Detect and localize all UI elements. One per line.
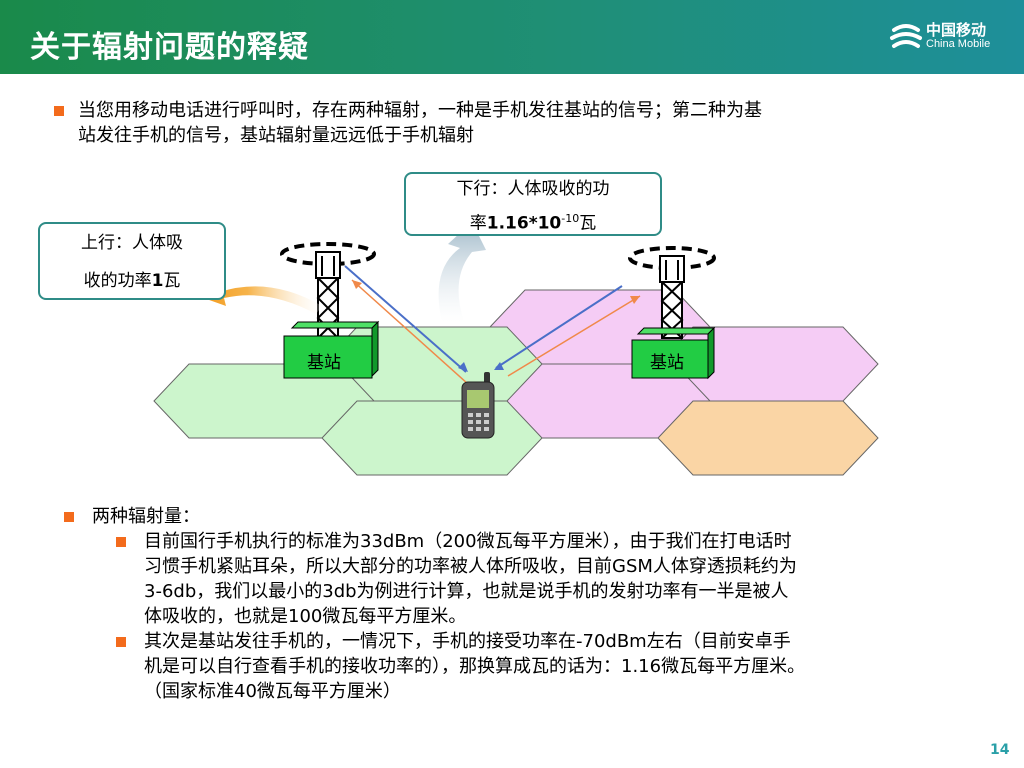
mobile-phone	[461, 372, 495, 439]
tower-right	[628, 246, 716, 339]
bullet-square-icon	[116, 537, 126, 547]
uplink-arrow	[198, 282, 322, 314]
intro-line-1: 当您用移动电话进行呼叫时，存在两种辐射，一种是手机发往基站的信号；第二种为基	[78, 100, 762, 121]
china-mobile-logo-icon	[890, 24, 922, 48]
china-mobile-logo: 中国移动 China Mobile	[888, 18, 1008, 58]
uplink-callout-line-2: 收的功率1瓦	[83, 271, 181, 291]
uplink-callout-line-1: 上行：人体吸	[81, 233, 183, 253]
downlink-callout: 下行：人体吸收的功 率1.16*10-10瓦	[404, 172, 662, 236]
uplink-callout: 上行：人体吸 收的功率1瓦	[38, 222, 226, 300]
intro-line-2: 站发往手机的信号，基站辐射量远远低于手机辐射	[78, 125, 474, 146]
title-bar: 关于辐射问题的释疑 中国移动 China Mobile	[0, 0, 1024, 74]
base-station-left-label: 基站	[307, 353, 341, 373]
section-heading: 两种辐射量：	[64, 504, 994, 529]
downlink-callout-line-2: 率1.16*10-10瓦	[469, 212, 597, 234]
base-station-right-label: 基站	[650, 353, 684, 373]
bullet-square-icon	[116, 637, 126, 647]
list-item-station-radiation: 其次是基站发往手机的，一情况下，手机的接受功率在-70dBm左右（目前安卓手 机…	[64, 629, 994, 704]
logo-text-cn: 中国移动	[926, 21, 987, 39]
bullet-square-icon	[54, 106, 64, 116]
logo-text-en: China Mobile	[926, 38, 991, 50]
intro-paragraph: 当您用移动电话进行呼叫时，存在两种辐射，一种是手机发往基站的信号；第二种为基 站…	[54, 98, 978, 148]
signal-line-blue-left	[344, 265, 467, 373]
cell-orange	[657, 400, 879, 476]
cell-green-bottom	[321, 400, 543, 476]
radiation-diagram: 基站 基站	[153, 222, 879, 476]
bullet-square-icon	[64, 512, 74, 522]
radiation-amount-section: 两种辐射量： 目前国行手机执行的标准为33dBm（200微瓦每平方厘米），由于我…	[64, 504, 994, 704]
signal-line-orange-left	[351, 279, 469, 385]
signal-line-orange-right	[507, 295, 641, 377]
page-title: 关于辐射问题的释疑	[30, 30, 309, 65]
downlink-arrow	[438, 222, 486, 322]
signal-line-blue-right	[495, 285, 623, 369]
base-station-right	[631, 326, 716, 380]
list-item-mobile-radiation: 目前国行手机执行的标准为33dBm（200微瓦每平方厘米），由于我们在打电话时 …	[64, 529, 994, 629]
base-station-left	[283, 320, 380, 379]
page-number: 14	[990, 742, 1010, 758]
downlink-callout-line-1: 下行：人体吸收的功	[456, 179, 610, 199]
